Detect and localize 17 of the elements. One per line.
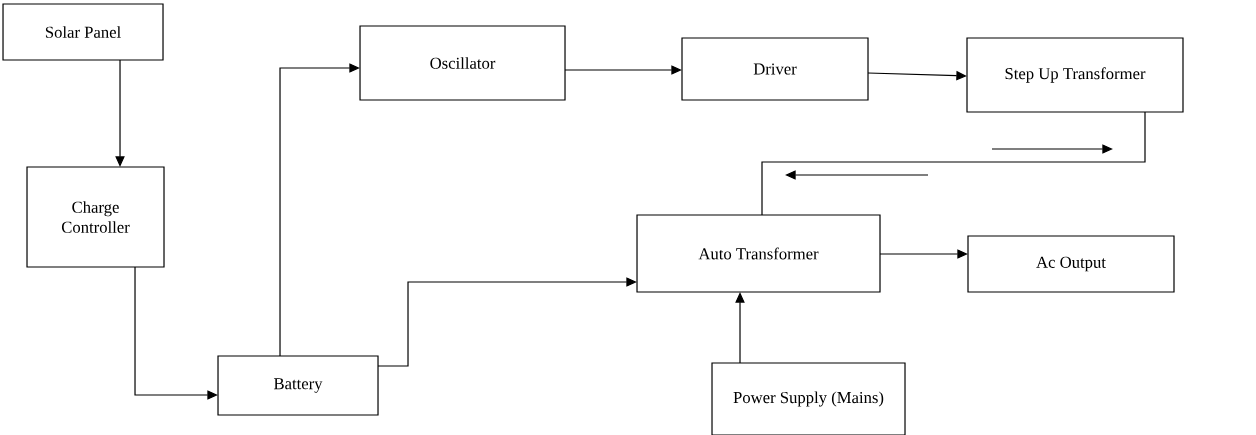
block-box: Power Supply (Mains) [711, 362, 906, 435]
block-box: Auto Transformer [636, 214, 881, 293]
block-box: Solar Panel [2, 3, 164, 61]
block-box: Charge Controller [26, 166, 165, 268]
connector-arrow [134, 266, 218, 400]
block-box: Battery [217, 355, 379, 416]
connector-arrow [279, 63, 360, 357]
connector-arrow [115, 59, 125, 167]
connector-arrow [564, 65, 682, 75]
block-box: Oscillator [359, 25, 566, 101]
block-box: Step Up Transformer [966, 37, 1184, 113]
connector-arrow [377, 277, 637, 367]
block-box: Driver [681, 37, 869, 101]
block-box: Ac Output [967, 235, 1175, 293]
connector-arrow [867, 70, 967, 81]
connector-arrow [879, 249, 968, 259]
connector-arrow [735, 292, 745, 364]
